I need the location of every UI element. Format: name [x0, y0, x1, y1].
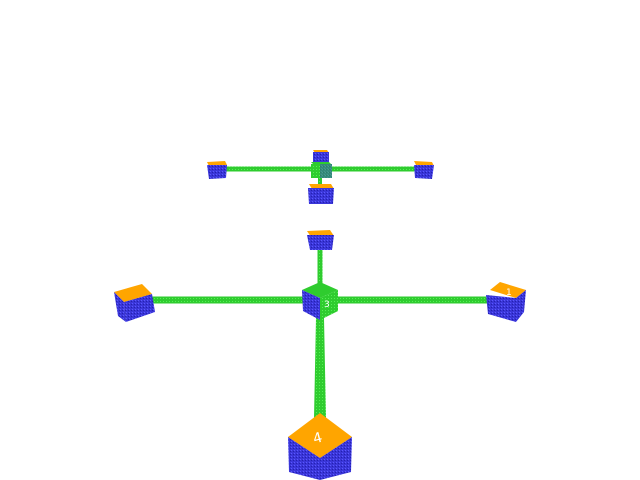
near-beam-front [314, 318, 326, 418]
near-center-cube[interactable]: 3 [302, 282, 338, 320]
near-structure: 3 1 4 [114, 230, 526, 480]
far-right-cube[interactable] [414, 161, 434, 179]
near-back-cube[interactable] [307, 230, 334, 250]
near-left-cube[interactable] [114, 284, 155, 322]
near-right-cube-label: 1 [506, 288, 512, 298]
far-back-cube[interactable] [313, 150, 329, 162]
far-front-cube[interactable] [308, 184, 334, 204]
far-structure [207, 150, 434, 204]
near-front-cube[interactable]: 4 [288, 413, 352, 480]
near-right-cube[interactable]: 1 [486, 282, 526, 322]
near-center-cube-label: 3 [324, 300, 330, 310]
far-left-cube[interactable] [207, 161, 227, 179]
near-front-cube-label: 4 [311, 430, 324, 448]
far-center-cube[interactable] [311, 162, 332, 178]
